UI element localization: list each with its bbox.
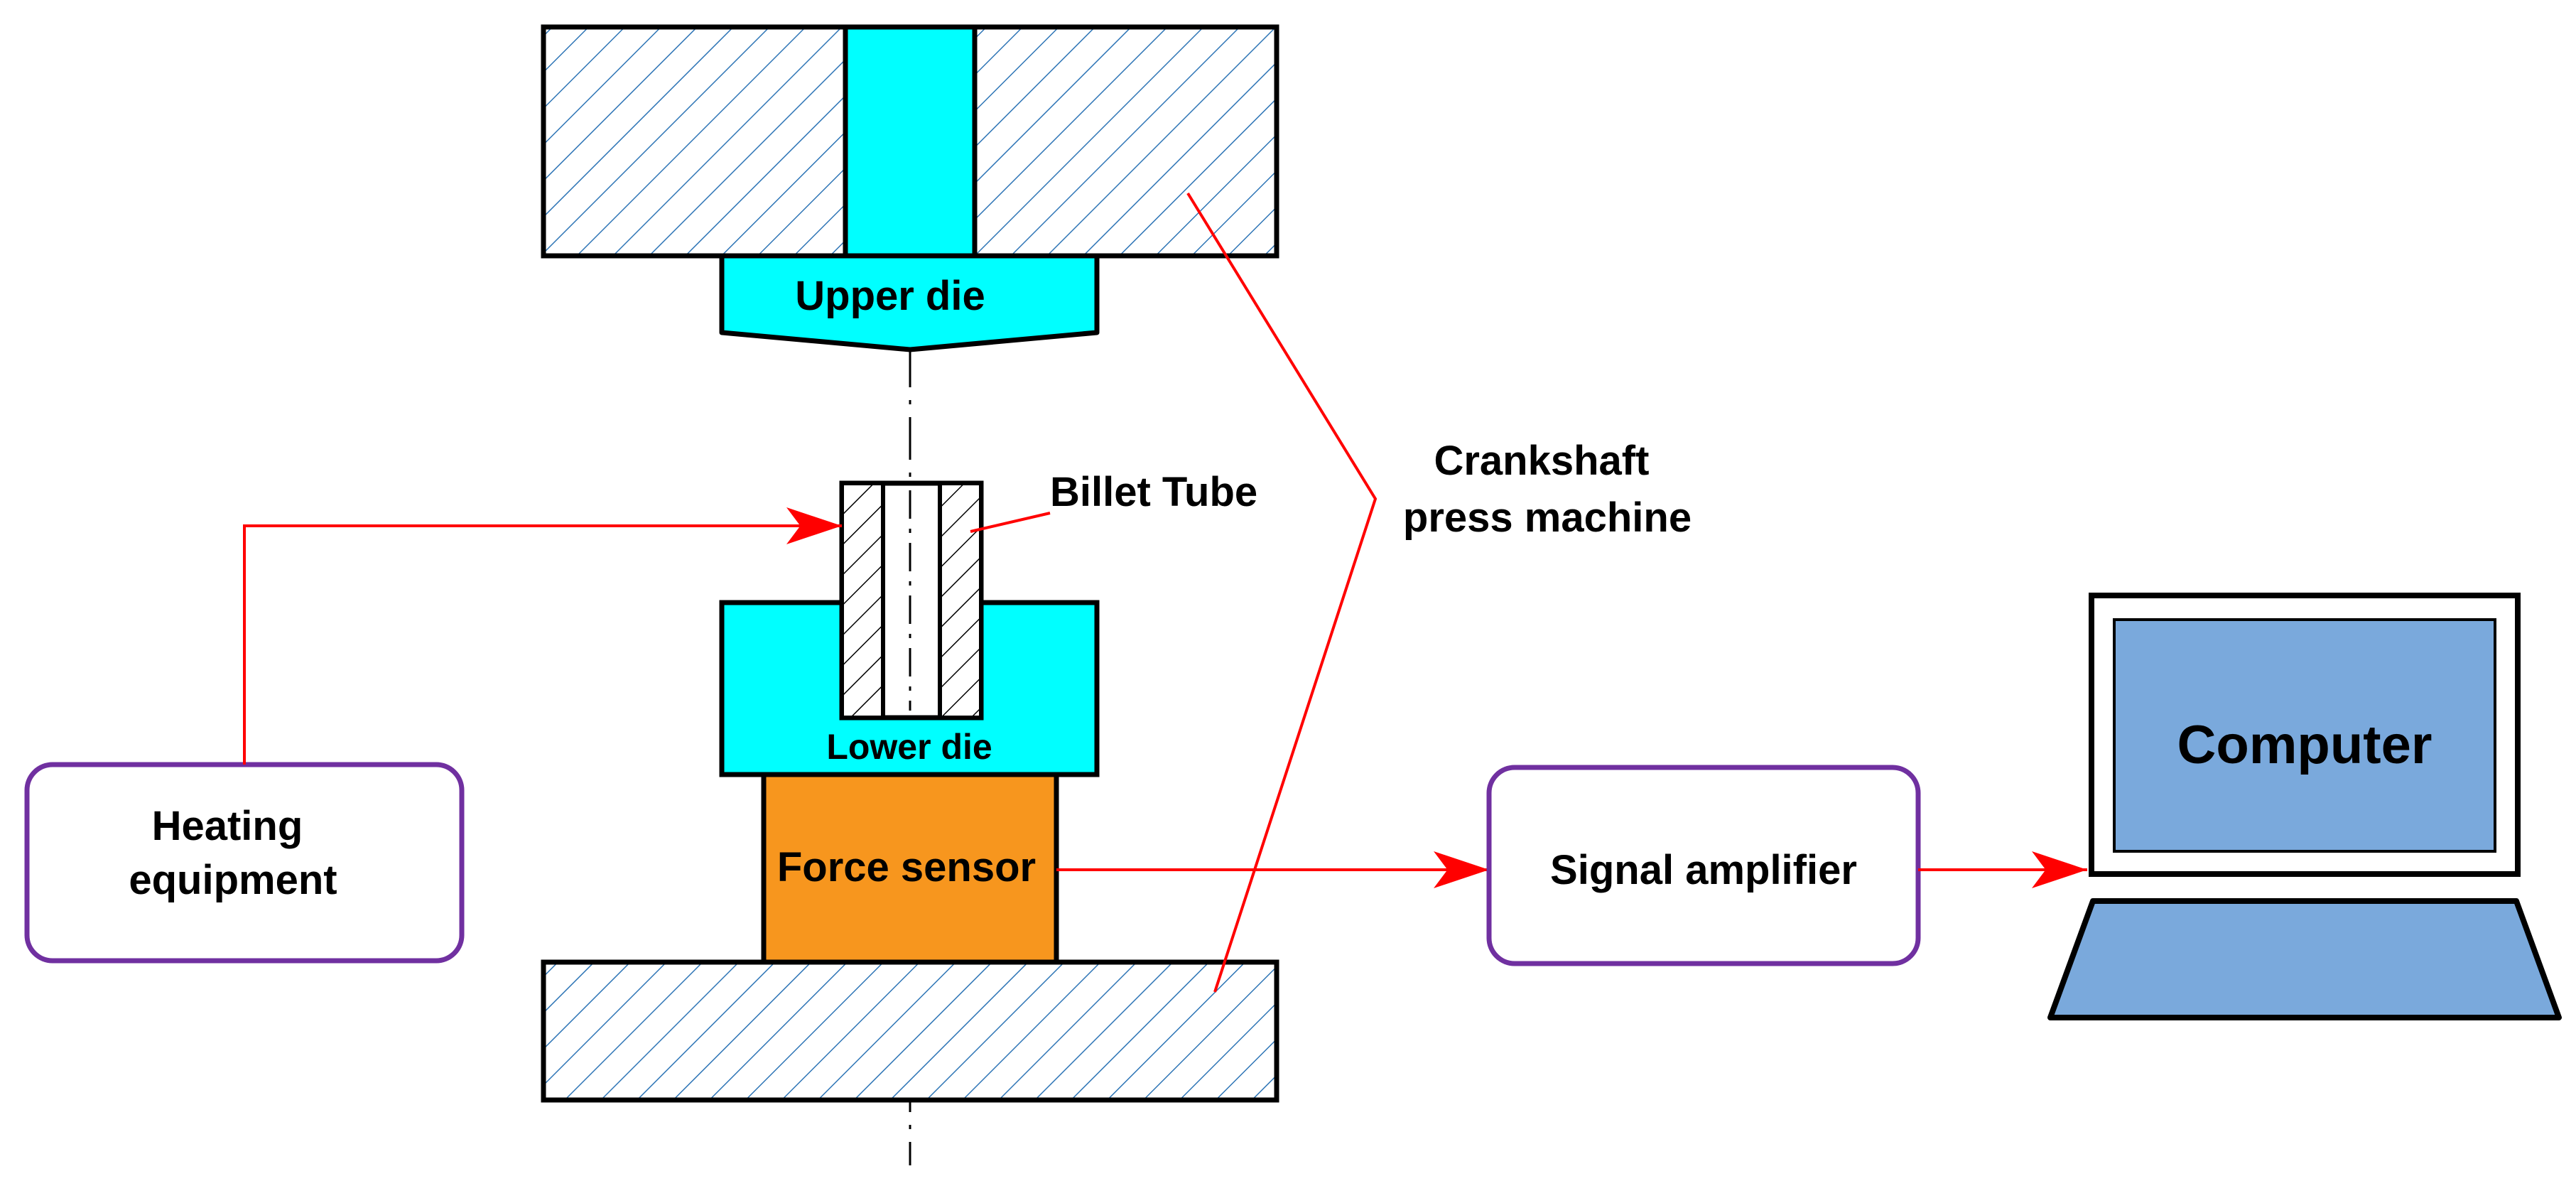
- billet-tube-label: Billet Tube: [1050, 469, 1257, 515]
- lower-press-platen: [541, 959, 1279, 1103]
- heating-equipment-box: Heating equipment: [24, 762, 465, 964]
- upper-press-platen: [541, 24, 1279, 259]
- billet-wall-left: [840, 481, 885, 720]
- lower-die-label: Lower die: [826, 727, 992, 767]
- force-sensor: Force sensor: [761, 772, 1059, 965]
- heating-equipment-label: Heating equipment: [129, 803, 337, 903]
- billet-wall-right: [938, 481, 983, 720]
- heating-label-line2: equipment: [129, 857, 337, 903]
- crankshaft-label-line1: Crankshaft: [1434, 438, 1649, 484]
- crankshaft-pointer-line: [1186, 192, 1378, 993]
- billet-tube-leader: [970, 512, 1051, 533]
- signal-amplifier-label: Signal amplifier: [1550, 847, 1857, 893]
- crankshaft-label-line2: press machine: [1403, 495, 1692, 541]
- computer-label: Computer: [2177, 715, 2432, 775]
- laptop-screen: [2113, 618, 2496, 853]
- heating-to-billet-arrow: [243, 507, 842, 765]
- upper-die-label: Upper die: [795, 273, 985, 319]
- laptop-keyboard-base: [2047, 898, 2562, 1020]
- force-sensor-label: Force sensor: [777, 844, 1036, 890]
- heating-label-line1: Heating: [152, 803, 303, 849]
- signal-amplifier-box: Signal amplifier: [1486, 765, 1921, 966]
- upper-platen-insert: [843, 24, 978, 259]
- laptop-icon: Computer: [2047, 593, 2562, 1020]
- billet-tube: [839, 480, 984, 721]
- upper-die: Upper die: [719, 253, 1100, 352]
- crankshaft-press-label: Crankshaft press machine: [1403, 438, 1692, 541]
